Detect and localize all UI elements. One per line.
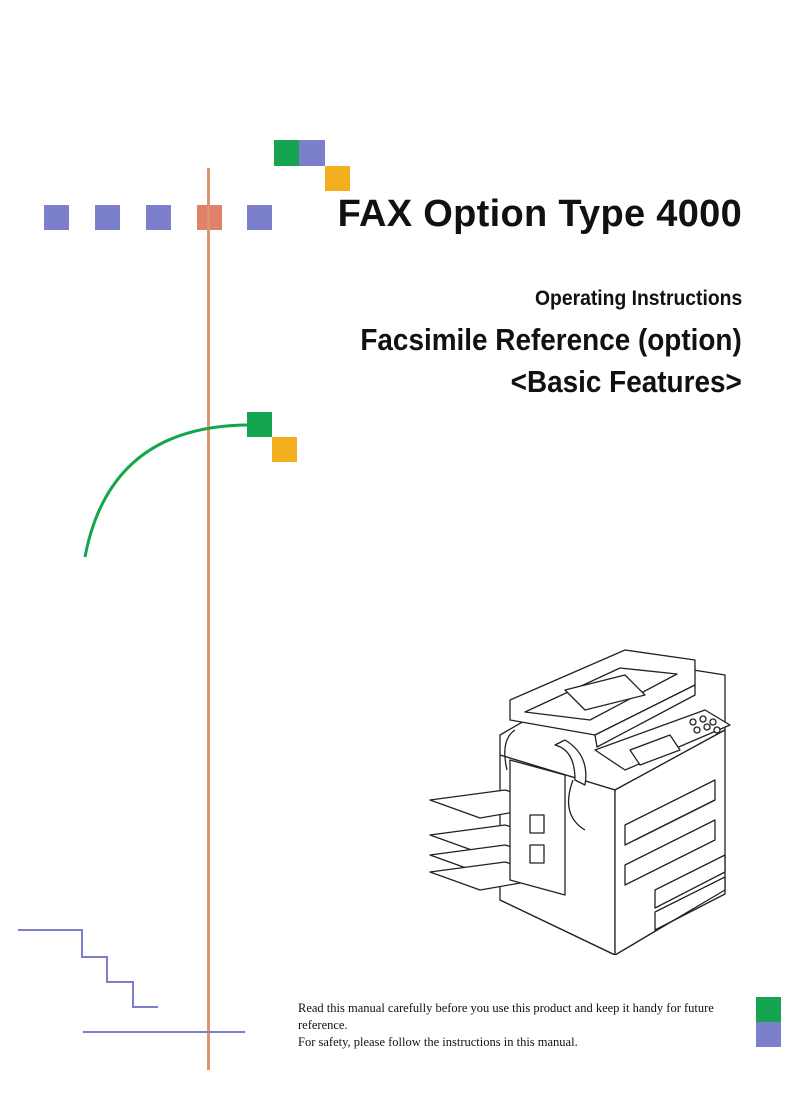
deco-square-row-1 [44,205,69,230]
deco-square-row-5 [247,205,272,230]
notice-line-2: reference. [298,1018,348,1032]
document-subtitle: Operating Instructions [534,287,742,310]
deco-square-blue-top [299,140,325,166]
deco-square-green-top [274,140,300,166]
deco-square-blue-bottom [756,1022,781,1047]
document-heading-line1: Facsimile Reference (option) [360,322,742,357]
deco-square-orange-top [325,166,350,191]
document-heading-line2: <Basic Features> [510,364,742,399]
safety-notice: Read this manual carefully before you us… [298,1000,748,1051]
document-title: FAX Option Type 4000 [337,193,742,235]
deco-square-orange-arc [272,437,297,462]
printer-illustration [429,649,731,955]
notice-line-1: Read this manual carefully before you us… [298,1001,714,1015]
deco-square-green-arc [247,412,272,437]
deco-square-row-2 [95,205,120,230]
deco-square-row-3 [146,205,171,230]
deco-square-green-bottom [756,997,781,1022]
notice-line-3: For safety, please follow the instructio… [298,1035,578,1049]
vertical-rule [207,168,210,1070]
